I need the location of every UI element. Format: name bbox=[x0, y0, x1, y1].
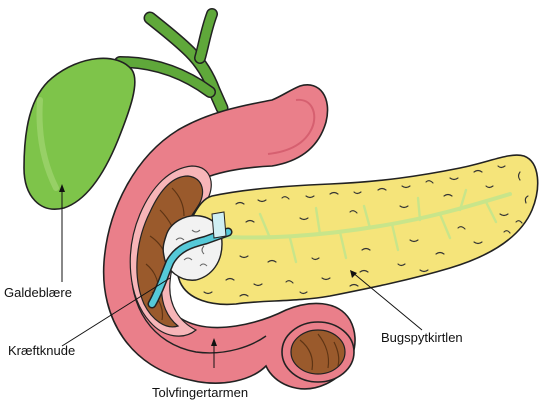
label-tumor: Kræftknude bbox=[8, 343, 75, 358]
bile-ducts bbox=[120, 14, 222, 108]
duodenum-cross-section bbox=[282, 322, 354, 382]
label-duodenum: Tolvfingertarmen bbox=[152, 385, 248, 400]
label-pancreas: Bugspytkirtlen bbox=[381, 330, 463, 345]
label-gallbladder: Galdeblære bbox=[4, 285, 72, 300]
